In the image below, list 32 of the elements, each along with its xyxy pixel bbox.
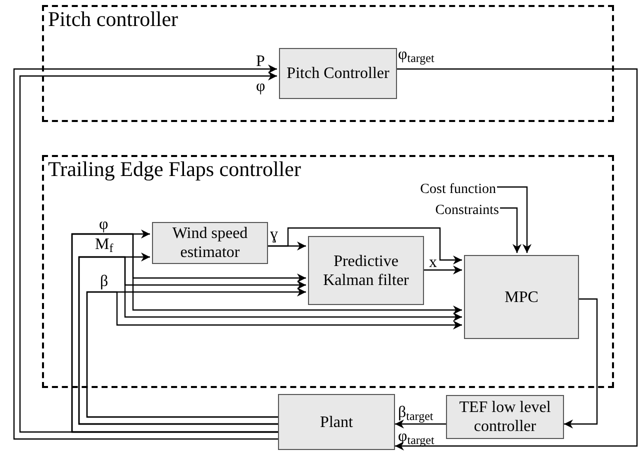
- group-title: Trailing Edge Flaps controller: [48, 156, 301, 182]
- dashed-group-frame: [42, 5, 614, 122]
- process-box: Predictive Kalman filter: [308, 236, 424, 305]
- edge-label: φ: [99, 216, 108, 234]
- arrow: [395, 420, 446, 428]
- arrow: [395, 68, 638, 450]
- arrow: [422, 266, 462, 274]
- edge-label: β$_{target}$: [398, 404, 434, 422]
- arrow: [86, 291, 462, 418]
- input-label: Cost function: [397, 181, 499, 198]
- edge-label: φ: [256, 78, 266, 96]
- arrow: [564, 298, 598, 428]
- process-box: Wind speed estimator: [152, 222, 268, 264]
- edge-label: M$_{f}$: [95, 236, 114, 254]
- process-box: TEF low level controller: [446, 395, 564, 439]
- edge-label: x: [429, 254, 437, 272]
- input-label: Constraints: [412, 202, 502, 219]
- process-box: Plant: [278, 394, 395, 450]
- process-box: MPC: [464, 255, 579, 339]
- edge-label: φ$_{target}$: [398, 46, 434, 64]
- signal-label: φ$_{target}$: [398, 428, 434, 446]
- arrow: [500, 207, 522, 253]
- arrow: [78, 256, 462, 425]
- arrow: [497, 186, 532, 253]
- edge-label: P: [256, 53, 265, 71]
- arrow: [71, 233, 462, 433]
- edge-label: β: [100, 273, 108, 291]
- process-box: Pitch Controller: [279, 48, 397, 99]
- edge-label: ɣ: [270, 226, 278, 244]
- arrow: [266, 227, 462, 264]
- group-title: Pitch controller: [48, 6, 178, 32]
- dashed-group-frame: [42, 155, 614, 388]
